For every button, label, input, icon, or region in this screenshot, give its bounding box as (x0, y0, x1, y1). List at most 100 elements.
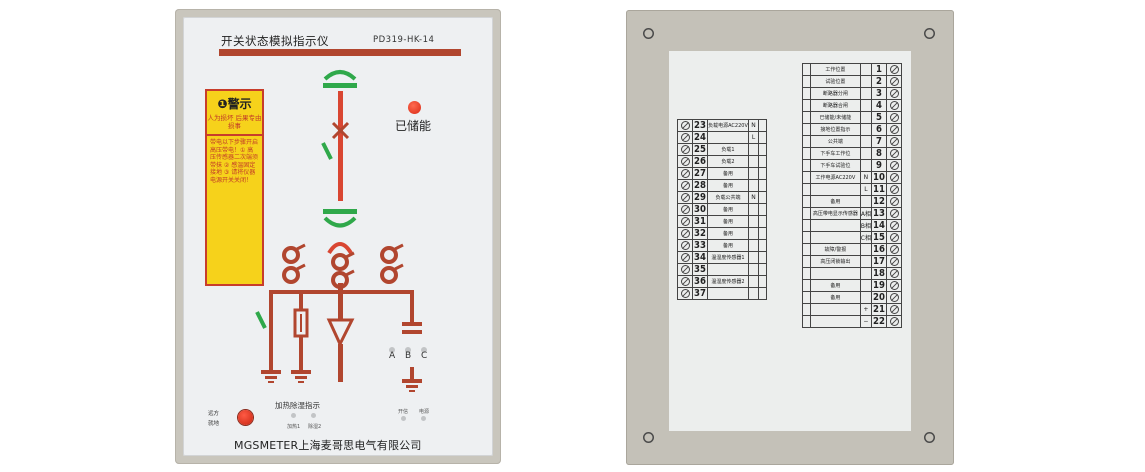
terminal-symbol (748, 227, 759, 240)
front-panel: 开关状态模拟指示仪 PD319-HK-14 ❶警示 人为损坏 后果专由损事 带电… (175, 9, 501, 464)
earth-right-icon (402, 379, 422, 392)
terminal-screw-icon (886, 63, 902, 76)
terminal-screw-icon (886, 75, 902, 88)
terminal-group (758, 167, 767, 180)
terminal-symbol: L (859, 183, 873, 196)
terminal-screw-icon (886, 111, 902, 124)
table-row: 备用 12 (802, 195, 902, 208)
terminal-label: 故障/警报 (810, 243, 861, 256)
terminal-screw-icon (886, 183, 902, 196)
terminal-number: 20 (871, 291, 887, 304)
terminal-screw-icon (677, 215, 693, 228)
terminal-group (758, 131, 767, 144)
screw-icon (643, 432, 654, 443)
terminal-group (758, 263, 767, 276)
terminal-screw-icon (886, 159, 902, 172)
heater-led-1-label: 加热1 (287, 424, 301, 430)
terminal-group (758, 155, 767, 168)
terminal-symbol (748, 167, 759, 180)
surge-arrester-icon (293, 308, 309, 338)
terminal-screw-icon (886, 219, 902, 232)
terminal-label: 工作电源AC220V (810, 171, 861, 184)
manufacturer-label: MGSMETER上海麦哥思电气有限公司 (234, 439, 422, 452)
terminal-label: 已储能/未储能 (810, 111, 861, 124)
capacitor-icon (402, 322, 422, 334)
terminal-label: 高压带电显示传感器 (810, 207, 861, 220)
terminal-screw-icon (677, 251, 693, 264)
terminal-screw-icon (677, 143, 693, 156)
terminal-screw-icon (886, 315, 902, 328)
terminal-label: 负载电源AC220V (707, 119, 749, 132)
terminal-number: 4 (871, 99, 887, 112)
terminal-group (802, 75, 811, 88)
terminal-screw-icon (886, 99, 902, 112)
upper-isolator-icon (323, 70, 357, 88)
terminal-number: 35 (692, 263, 708, 276)
terminal-symbol (748, 275, 759, 288)
earth-mid-icon (291, 370, 311, 383)
remote-label: 远方 (208, 411, 220, 417)
terminal-number: 6 (871, 123, 887, 136)
terminal-group (802, 195, 811, 208)
terminal-label: 断路器合闸 (810, 99, 861, 112)
terminal-label (707, 263, 749, 276)
terminal-screw-icon (677, 119, 693, 132)
warning-sub: 人为损坏 后果专由损事 (207, 114, 262, 130)
terminal-screw-icon (886, 291, 902, 304)
table-row: 备用 20 (802, 291, 902, 304)
terminal-label (810, 303, 861, 316)
terminal-symbol (748, 215, 759, 228)
heater-indication-label: 加热除湿指示 (275, 401, 320, 410)
terminal-label: 负载公共端 (707, 191, 749, 204)
terminal-symbol (859, 63, 873, 76)
terminal-symbol (859, 195, 873, 208)
terminal-label: 备用 (707, 227, 749, 240)
power-label: 电源 (419, 409, 430, 415)
reset-button[interactable] (238, 410, 253, 425)
terminal-group (802, 207, 811, 220)
terminal-symbol (748, 179, 759, 192)
terminal-group (802, 135, 811, 148)
terminal-screw-icon (886, 171, 902, 184)
terminal-screw-icon (677, 203, 693, 216)
terminal-label: 备用 (810, 195, 861, 208)
terminal-number: 12 (871, 195, 887, 208)
warning-head: ❶警示 (217, 97, 252, 111)
terminal-symbol: A相 (859, 207, 873, 220)
terminal-screw-icon (677, 167, 693, 180)
terminal-group (802, 87, 811, 100)
terminal-group (758, 191, 767, 204)
terminal-label: 备用 (810, 291, 861, 304)
terminal-group (758, 227, 767, 240)
table-row: 35 (677, 263, 767, 276)
terminal-label (707, 131, 749, 144)
terminal-symbol: N (859, 171, 873, 184)
terminal-label: 高压闭锁输出 (810, 255, 861, 268)
terminal-screw-icon (886, 207, 902, 220)
terminal-number: 26 (692, 155, 708, 168)
breaker-cross-icon (331, 121, 350, 140)
terminal-symbol (859, 87, 873, 100)
terminal-number: 21 (871, 303, 887, 316)
heater-led-1 (291, 413, 296, 418)
terminal-number: 27 (692, 167, 708, 180)
terminal-symbol (859, 255, 873, 268)
terminal-symbol (748, 203, 759, 216)
terminal-screw-icon (677, 239, 693, 252)
terminal-group (802, 315, 811, 328)
terminal-number: 11 (871, 183, 887, 196)
terminal-symbol (859, 267, 873, 280)
terminal-screw-icon (677, 191, 693, 204)
